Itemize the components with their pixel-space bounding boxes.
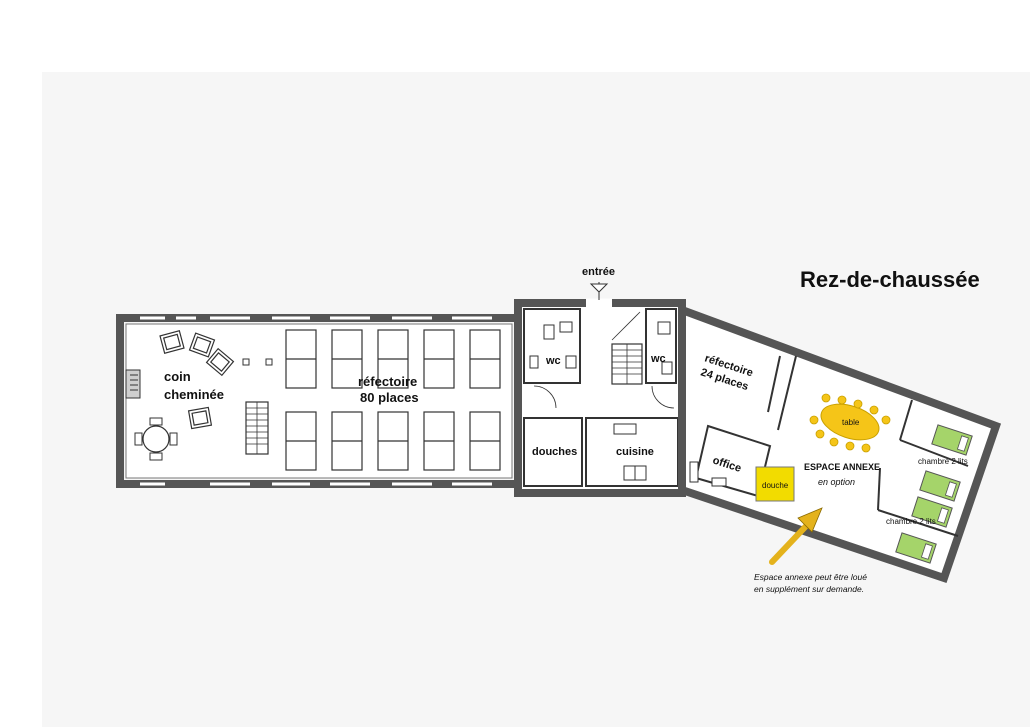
arrow-shaft — [769, 521, 811, 565]
chambre-2-label: chambre 2 lits — [886, 517, 936, 526]
refectory-80-tables-top — [285, 329, 501, 389]
round-table — [142, 425, 170, 453]
coin-label: coin — [164, 369, 191, 384]
entrance-marker — [589, 282, 609, 300]
refectoire-80-label: réfectoire — [358, 374, 417, 389]
plan-title: Rez-de-chaussée — [800, 267, 980, 292]
bedroom-wall-4 — [877, 467, 881, 511]
central-block: entrée wc — [514, 266, 686, 497]
bed-4 — [895, 532, 937, 564]
note-line-2: en supplément sur demande. — [754, 584, 864, 594]
bed-1 — [931, 424, 973, 456]
door-swing-entry — [611, 311, 641, 341]
cuisine-label: cuisine — [616, 446, 654, 458]
left-wing: coin cheminée réfectoire 80 places — [116, 314, 522, 488]
central-staircase — [611, 343, 643, 385]
bedroom-wall-2 — [899, 439, 969, 467]
kitchen-equipment — [613, 423, 647, 481]
entree-label: entrée — [582, 266, 615, 278]
chambre-1-label: chambre 2 lits — [918, 457, 968, 466]
fireplace — [125, 369, 141, 399]
wc-left-label: wc — [545, 355, 561, 367]
wc-right-fixtures — [657, 321, 673, 375]
bed-3 — [911, 496, 953, 528]
round-table-group — [134, 417, 178, 461]
note-line-1: Espace annexe peut être loué — [754, 572, 867, 582]
espace-annexe-label: ESPACE ANNEXE — [804, 462, 880, 472]
wc-right-label: wc — [650, 353, 666, 365]
annex-chairs — [809, 393, 891, 453]
door-arc-2 — [651, 385, 675, 409]
annex-douche — [755, 466, 795, 502]
annex-divider — [777, 355, 797, 431]
small-tables — [242, 358, 273, 366]
fireplace-grate — [130, 374, 138, 391]
refectoire-80-places-label: 80 places — [360, 390, 419, 405]
table-label: table — [842, 418, 860, 427]
office-equipment — [689, 461, 727, 487]
armchairs — [159, 329, 235, 430]
door-arc-1 — [533, 385, 557, 409]
annex-table-group: table — [809, 393, 891, 453]
bed-2 — [919, 470, 961, 502]
bedroom-wall-3 — [877, 509, 959, 537]
douche-label: douche — [762, 481, 789, 490]
left-staircase — [245, 401, 269, 455]
cheminee-label: cheminée — [164, 387, 224, 402]
refectory-80-tables-bottom — [285, 411, 501, 471]
right-wing: réfectoire 24 places office douche — [678, 304, 1002, 584]
en-option-label: en option — [818, 477, 855, 487]
bedroom-wall-1 — [899, 399, 913, 441]
wc-left-room — [523, 308, 581, 384]
arrow-head — [797, 507, 823, 533]
wc-left-fixtures — [529, 321, 577, 369]
beds — [895, 424, 973, 564]
refectoire-24-partition — [767, 355, 781, 413]
douches-label: douches — [532, 446, 577, 458]
douches-room — [523, 417, 583, 487]
annex-arrow — [769, 507, 823, 565]
